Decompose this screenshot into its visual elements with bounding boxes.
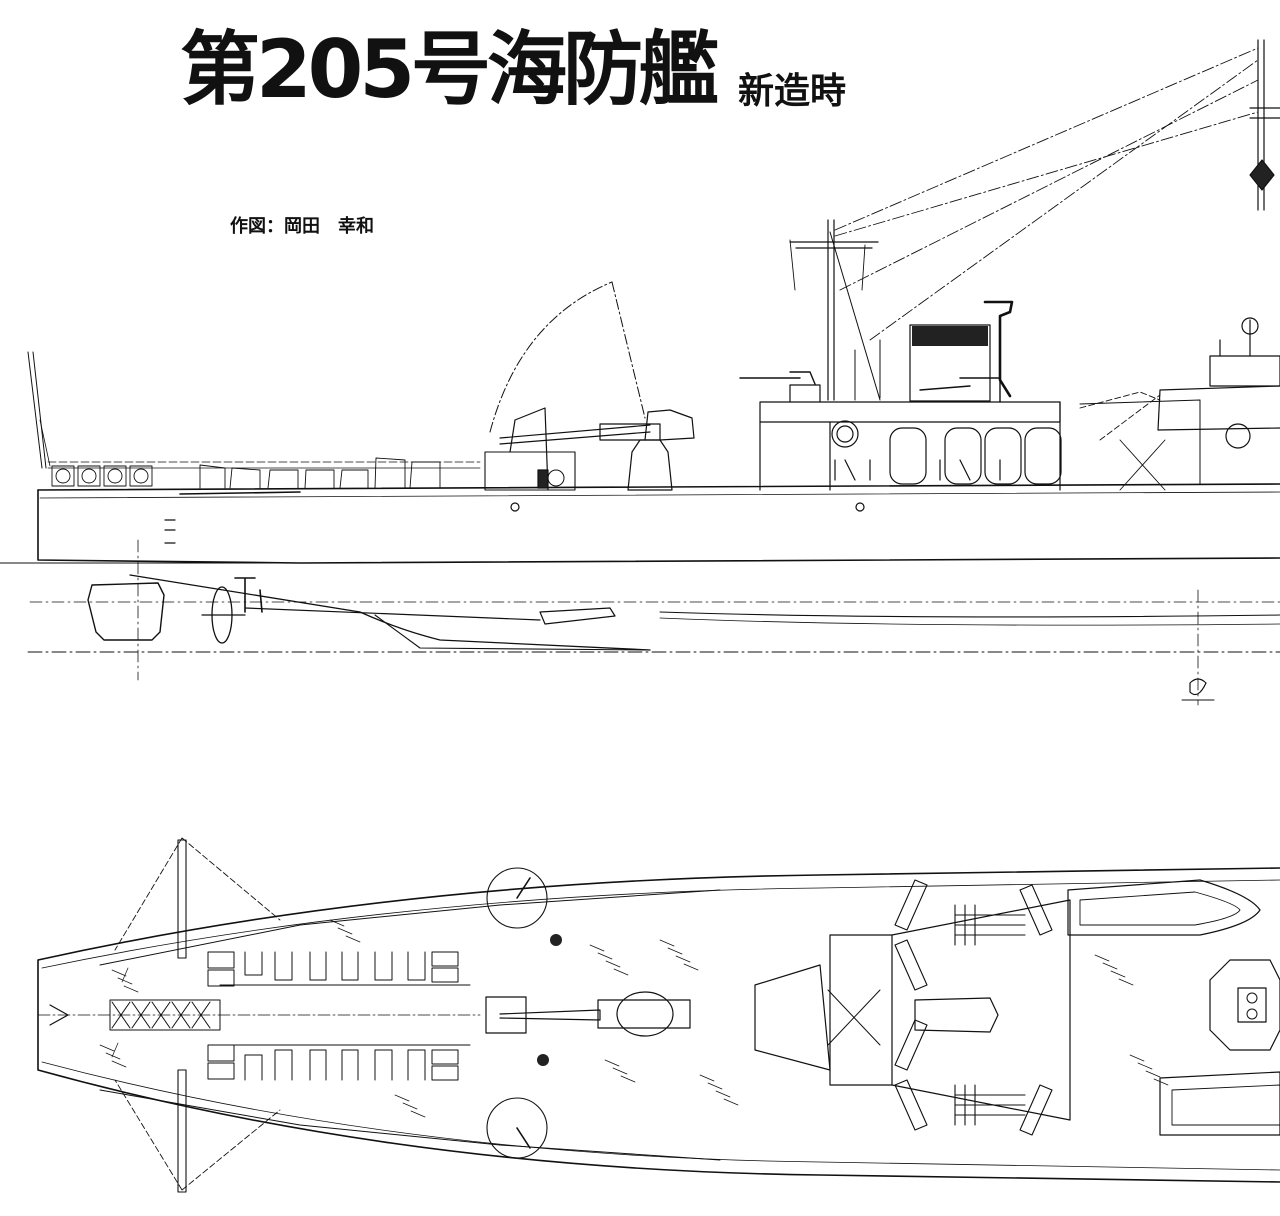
bridge [1080,318,1280,490]
anchor-mark [1190,679,1206,695]
rudder [88,583,164,640]
hull-outline [38,490,1280,563]
funnel [910,325,990,401]
forward-gun-tub [1210,960,1280,1050]
flagstaff [28,352,46,468]
plan-view [38,838,1280,1192]
superstructure [740,302,1061,490]
profile-view [0,40,1280,705]
drawing-title: 第205号海防艦 [180,23,719,116]
mainmast [1250,40,1280,210]
deckhouse-plan [755,900,1070,1120]
deck-outline [38,868,1280,1182]
boats [1068,880,1280,1135]
main-gun-aft [500,410,694,490]
drawing-credit: 作図：岡田 幸和 [230,216,374,237]
foremast [790,220,880,400]
drawing-subtitle: 新造時 [738,71,847,112]
main-gun-plan [486,992,690,1036]
